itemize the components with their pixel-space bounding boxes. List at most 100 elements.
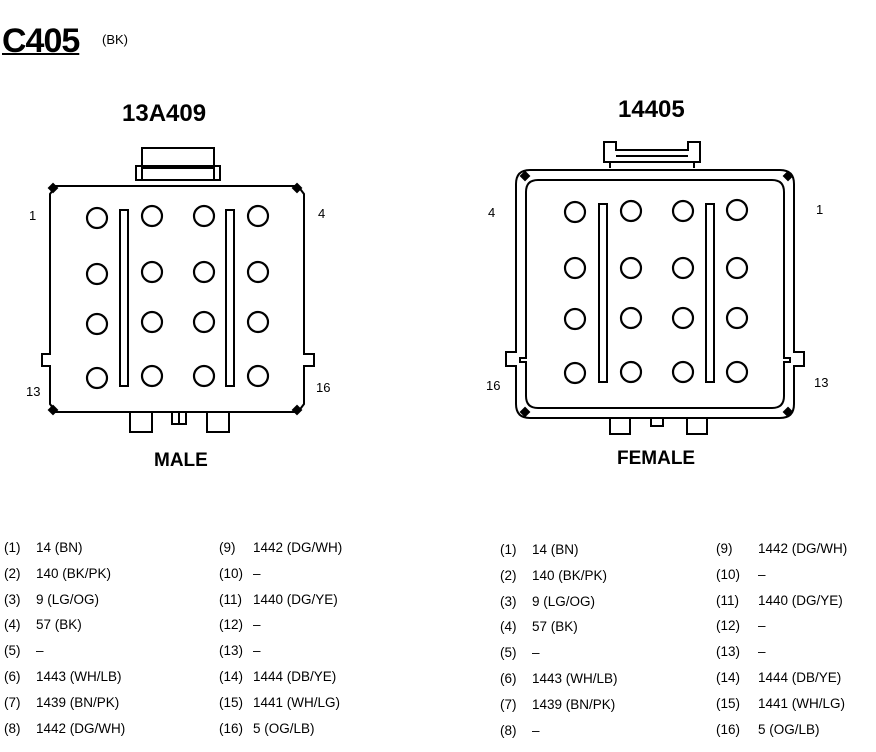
female-key-notch	[650, 417, 664, 427]
pin-number: (11)	[716, 592, 740, 608]
male-corner-label-bottom-left: 13	[26, 384, 41, 399]
pin-circuit: 1442 (DG/WH)	[758, 541, 848, 556]
female-corner-label-top-right: 1	[816, 202, 824, 217]
pin-number: (3)	[500, 593, 517, 609]
male-divider	[225, 209, 235, 387]
female-corner-marker	[782, 170, 794, 182]
female-bottom-tab	[609, 417, 631, 435]
pin-number: (4)	[4, 617, 21, 633]
female-latch	[603, 141, 701, 168]
pin-circuit: –	[532, 645, 540, 661]
pin-number: (3)	[4, 591, 21, 607]
male-bottom-tab	[129, 411, 153, 433]
pin-circuit: 1442 (DG/WH)	[253, 540, 343, 555]
female-corner-marker	[519, 170, 531, 182]
pin-circuit: 1443 (WH/LB)	[532, 671, 618, 686]
pin-number: (1)	[4, 540, 21, 555]
female-housing-inner	[519, 179, 791, 409]
connector-color: (BK)	[102, 32, 128, 47]
female-corner-marker	[782, 406, 794, 418]
pin-circuit: 57 (BK)	[532, 619, 578, 635]
pin-circuit: 1444 (DB/YE)	[253, 669, 337, 684]
pin-number: (6)	[500, 671, 517, 686]
male-corner-label-top-right: 4	[318, 206, 326, 221]
male-label: MALE	[154, 450, 208, 471]
pin-circuit: 140 (BK/PK)	[36, 565, 112, 581]
pin-circuit: 14 (BN)	[532, 542, 579, 557]
female-part-number: 14405	[618, 96, 685, 123]
female-housing-outer	[505, 169, 805, 419]
pin-number: (9)	[219, 540, 236, 555]
pin-number: (5)	[500, 645, 517, 661]
male-bottom-tab	[206, 411, 230, 433]
pin-circuit: 9 (LG/OG)	[36, 591, 100, 607]
pin-circuit: 1440 (DG/YE)	[758, 592, 843, 608]
male-corner-label-bottom-right: 16	[316, 380, 331, 395]
female-connector-face	[505, 141, 805, 435]
pin-number: (9)	[716, 541, 733, 556]
pin-number: (16)	[219, 720, 244, 736]
pin-number: (2)	[4, 565, 21, 581]
connector-id: C405	[2, 22, 80, 60]
pin-circuit: 1441 (WH/LG)	[758, 695, 846, 711]
pin-number: (15)	[716, 695, 741, 711]
female-bottom-tab	[686, 417, 708, 435]
pin-number: (14)	[219, 669, 244, 684]
male-divider	[119, 209, 129, 387]
female-corner-label-bottom-left: 16	[486, 378, 501, 393]
pin-circuit: 9 (LG/OG)	[532, 593, 596, 609]
pin-circuit: –	[758, 618, 766, 634]
pin-number: (10)	[219, 565, 244, 581]
male-corner-marker	[47, 404, 59, 416]
male-corner-marker	[291, 182, 303, 194]
pin-circuit: –	[532, 722, 540, 738]
pin-number: (12)	[219, 617, 244, 633]
male-pin-cavities	[85, 204, 270, 390]
pin-circuit: 1439 (BN/PK)	[532, 696, 616, 712]
pin-number: (13)	[219, 643, 244, 659]
pin-number: (13)	[716, 644, 741, 660]
female-pin-cavities	[563, 198, 749, 385]
female-divider	[705, 203, 715, 383]
male-corner-marker	[47, 182, 59, 194]
male-housing	[41, 185, 315, 413]
pin-number: (11)	[219, 591, 243, 607]
pin-number: (16)	[716, 721, 741, 737]
pin-number: (14)	[716, 670, 741, 685]
female-label: FEMALE	[617, 448, 696, 469]
female-corner-label-top-left: 4	[488, 205, 496, 220]
female-corner-label-bottom-right: 13	[814, 375, 829, 390]
pin-circuit: –	[36, 643, 44, 659]
pin-number: (10)	[716, 566, 741, 582]
connector-header: C405 (BK)	[2, 22, 128, 61]
pin-circuit: –	[253, 643, 261, 659]
pin-number: (8)	[500, 722, 517, 738]
pin-circuit: 5 (OG/LB)	[253, 720, 315, 736]
pin-number: (1)	[500, 542, 517, 557]
pin-number: (5)	[4, 643, 21, 659]
pin-number: (12)	[716, 618, 741, 634]
pin-circuit: –	[253, 617, 261, 633]
pin-circuit: 1440 (DG/YE)	[253, 591, 338, 607]
pin-circuit: 140 (BK/PK)	[532, 567, 608, 583]
pin-number: (7)	[500, 696, 517, 712]
pin-number: (2)	[500, 567, 517, 583]
pin-circuit: 1439 (BN/PK)	[36, 694, 120, 710]
pin-circuit: –	[758, 566, 766, 582]
pin-circuit: 1443 (WH/LB)	[36, 669, 122, 684]
pin-number: (7)	[4, 694, 21, 710]
pin-circuit: 1444 (DB/YE)	[758, 670, 842, 685]
male-connector-face	[41, 147, 315, 433]
pin-number: (6)	[4, 669, 21, 684]
male-corner-label-top-left: 1	[29, 208, 37, 223]
pin-circuit: –	[253, 565, 261, 581]
male-part-number: 13A409	[122, 100, 207, 127]
pin-number: (15)	[219, 694, 244, 710]
male-corner-marker	[291, 404, 303, 416]
pin-circuit: –	[758, 644, 766, 660]
pin-number: (8)	[4, 720, 21, 736]
female-corner-marker	[519, 406, 531, 418]
pin-circuit: 5 (OG/LB)	[758, 721, 820, 737]
pin-circuit: 1442 (DG/WH)	[36, 720, 126, 736]
